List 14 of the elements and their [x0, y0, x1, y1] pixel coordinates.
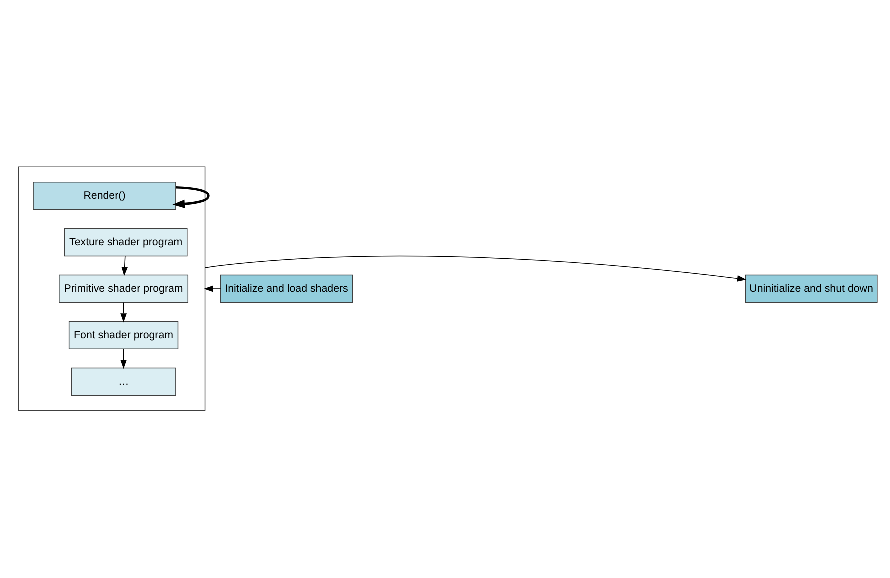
arrow [120, 302, 127, 323]
arrow [122, 256, 128, 276]
node-box: Uninitialize and shut down [745, 274, 878, 304]
node-box: Render() [33, 182, 176, 210]
node-box: Texture shader program [64, 228, 188, 257]
node-box: Initialize and load shaders [220, 274, 354, 304]
arrow [172, 186, 210, 208]
node-box: Font shader program [68, 321, 179, 350]
node-box: … [71, 368, 176, 396]
arrow [204, 256, 747, 282]
cluster [18, 166, 206, 412]
arrow [120, 348, 127, 370]
node-box: Primitive shader program [59, 274, 189, 304]
arrow [204, 286, 222, 292]
